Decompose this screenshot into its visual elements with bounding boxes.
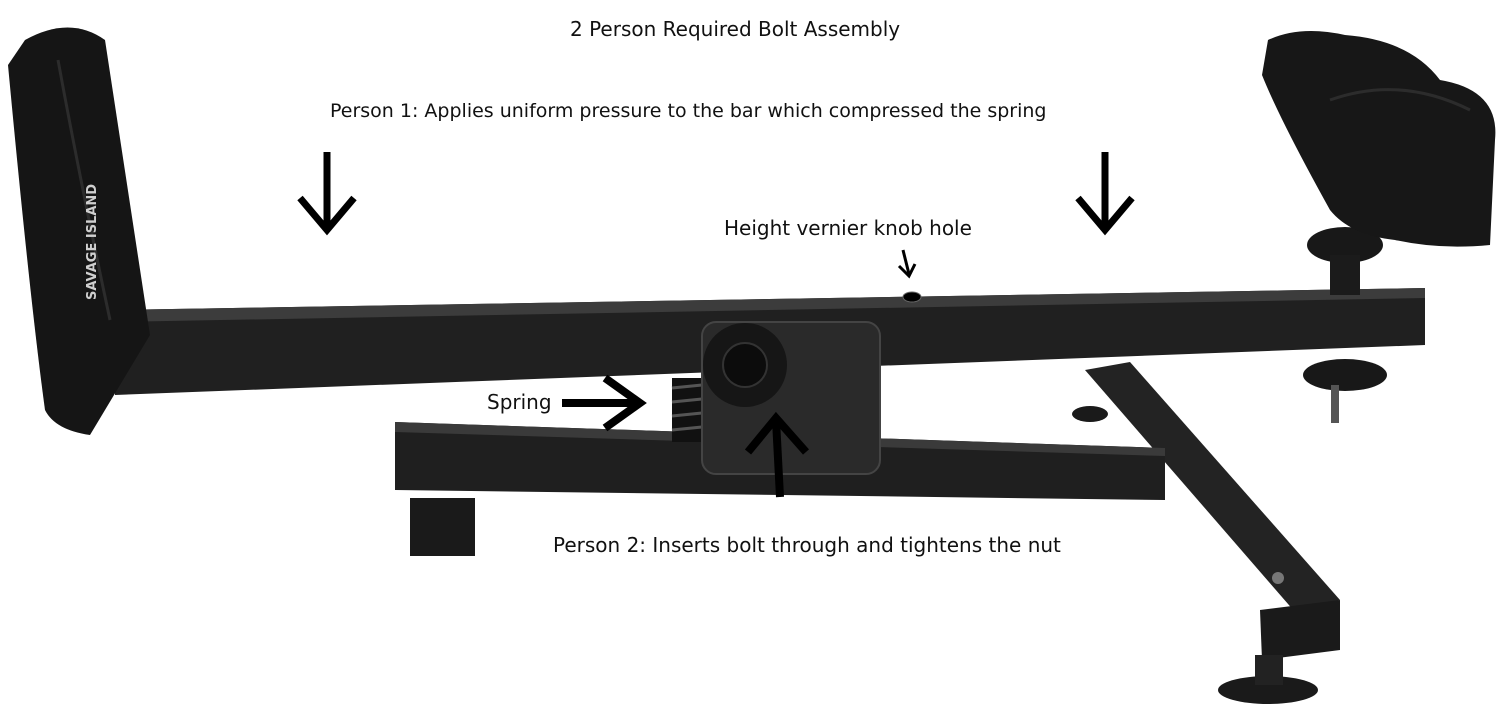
right-base-leg: [1072, 362, 1340, 704]
arrow-knob-hole: [897, 249, 917, 279]
knob-hole-label: Height vernier knob hole: [724, 216, 972, 240]
arrow-down-right: [1075, 152, 1135, 236]
arrow-down-left: [297, 152, 357, 236]
left-sandbag: SAVAGE ISLAND: [8, 27, 150, 435]
brand-logo: SAVAGE ISLAND: [85, 184, 100, 300]
right-knob: [1303, 227, 1387, 423]
person2-instruction: Person 2: Inserts bolt through and tight…: [553, 533, 1061, 557]
person1-instruction: Person 1: Applies uniform pressure to th…: [330, 100, 1047, 122]
diagram-title: 2 Person Required Bolt Assembly: [570, 17, 901, 41]
spring-label: Spring: [487, 390, 552, 414]
arrow-bolt-up: [744, 411, 809, 498]
right-sandbag: [1262, 31, 1496, 247]
height-knob: [703, 323, 787, 407]
arrow-spring: [562, 374, 647, 432]
